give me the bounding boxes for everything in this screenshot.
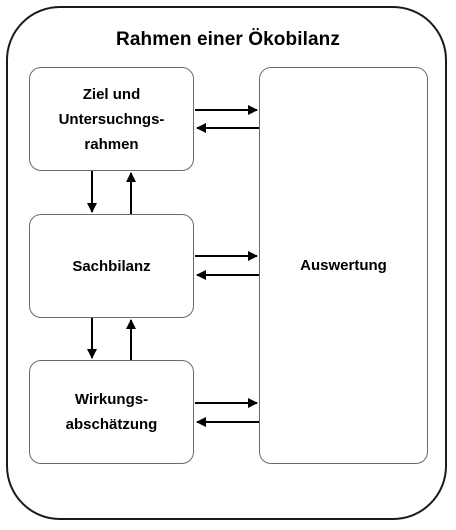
inventory-analysis-box: Sachbilanz bbox=[29, 214, 194, 318]
impact-assessment-box: Wirkungs- abschätzung bbox=[29, 360, 194, 464]
interpretation-box: Auswertung bbox=[259, 67, 428, 464]
goal-and-scope-box: Ziel und Untersuchngs- rahmen bbox=[29, 67, 194, 171]
diagram-title: Rahmen einer Ökobilanz bbox=[116, 29, 340, 50]
